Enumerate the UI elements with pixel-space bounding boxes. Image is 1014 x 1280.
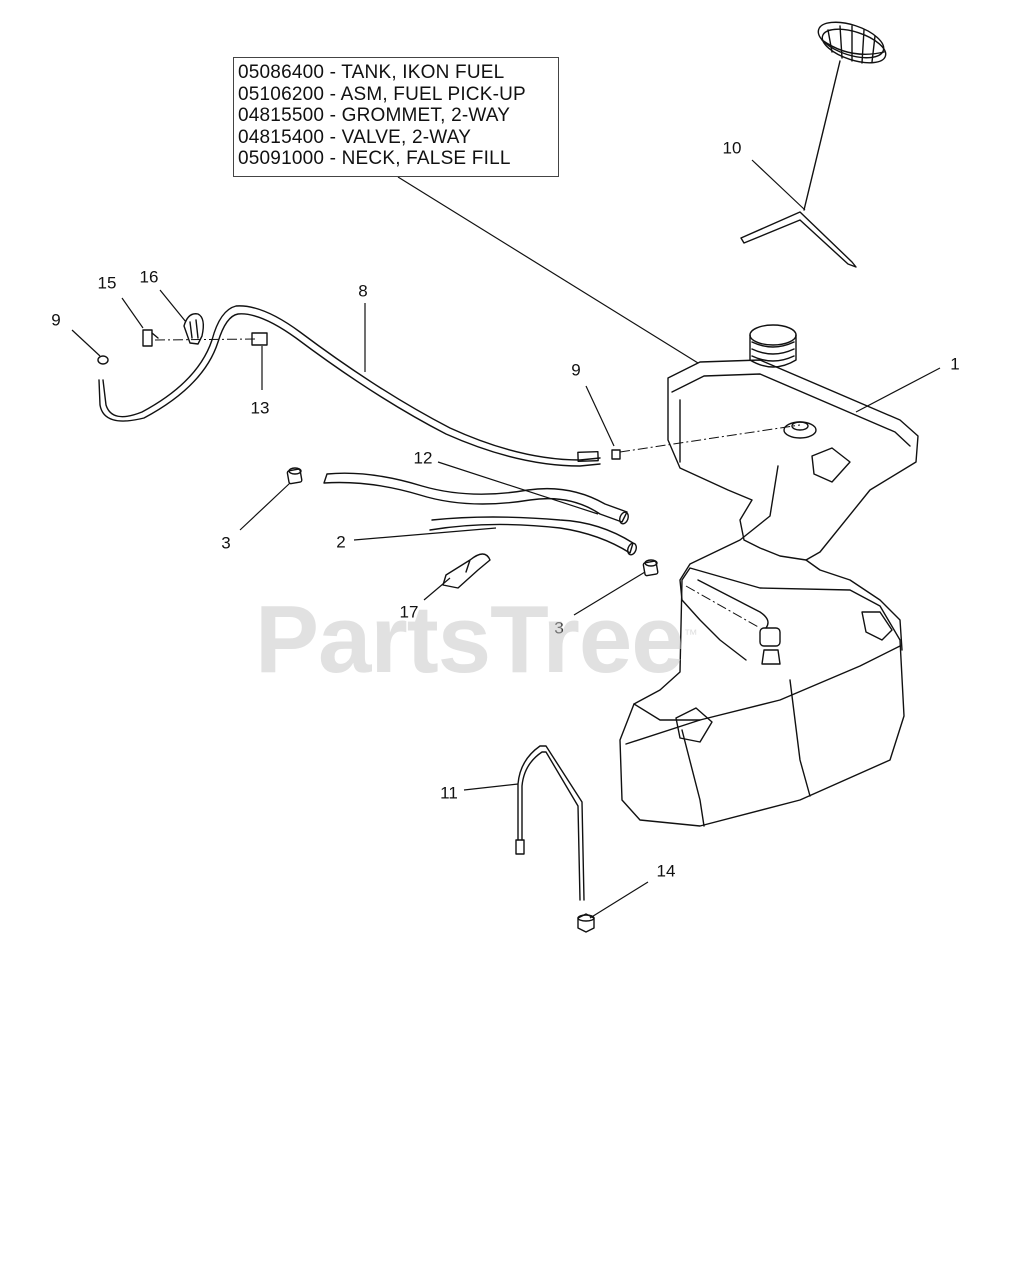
callout-1: 1 xyxy=(950,354,960,374)
kit-item: 04815500 - GROMMET, 2-WAY xyxy=(238,105,511,126)
watermark-text: PartsTree xyxy=(255,586,685,693)
cap-3-left xyxy=(286,467,303,485)
callout-16: 16 xyxy=(139,267,159,287)
fuel-tank xyxy=(619,324,919,827)
fitting-15 xyxy=(142,329,159,347)
leader-1 xyxy=(855,367,941,413)
leader-14 xyxy=(589,881,649,919)
leader-16 xyxy=(159,289,187,323)
assembly-axis-1 xyxy=(154,338,257,341)
pickup-tube-11 xyxy=(517,745,585,901)
callout-8: 8 xyxy=(358,281,368,301)
kit-item: 05086400 - TANK, IKON FUEL xyxy=(238,62,505,83)
leader-15 xyxy=(121,297,144,329)
leader-11 xyxy=(463,783,519,791)
leader-3b xyxy=(573,571,646,616)
assembly-axis-2 xyxy=(619,424,801,453)
leader-12 xyxy=(437,461,599,515)
callout-10: 10 xyxy=(722,138,742,158)
dipstick-blade xyxy=(740,211,857,268)
cap-3-right xyxy=(642,559,659,577)
hose-end-fitting xyxy=(577,450,599,463)
callout-9-right: 9 xyxy=(571,360,581,380)
fuel-cap-part xyxy=(817,21,887,64)
callout-3-right: 3 xyxy=(554,618,564,638)
leader-9b xyxy=(585,385,615,447)
watermark-trademark: ™ xyxy=(683,626,698,642)
kit-item: 05106200 - ASM, FUEL PICK-UP xyxy=(238,83,526,105)
leader-3a xyxy=(239,482,291,531)
callout-12: 12 xyxy=(413,448,433,468)
callout-2: 2 xyxy=(336,532,346,552)
callout-17: 17 xyxy=(399,602,419,622)
kit-leader-line xyxy=(397,176,699,364)
clip-17 xyxy=(442,553,491,589)
grommet-left xyxy=(97,355,109,365)
hose-2 xyxy=(429,516,634,554)
kit-item: 04815400 - VALVE, 2-WAY xyxy=(238,126,472,148)
callout-3-left: 3 xyxy=(221,533,231,553)
callout-15: 15 xyxy=(97,273,117,293)
clamp-16 xyxy=(183,313,205,345)
callout-14: 14 xyxy=(656,861,676,881)
dipstick-rod xyxy=(803,60,841,211)
leader-17 xyxy=(423,577,451,601)
leader-9a xyxy=(71,329,101,357)
hose-12 xyxy=(323,472,628,523)
vent-hose xyxy=(102,305,601,461)
callout-13: 13 xyxy=(250,398,270,418)
leader-10 xyxy=(751,159,806,211)
partstree-watermark: PartsTree™ xyxy=(255,585,698,695)
kit-contents-box: 05086400 - TANK, IKON FUEL 05106200 - AS… xyxy=(233,57,559,177)
leader-2 xyxy=(353,527,497,541)
kit-item: 05091000 - NECK, FALSE FILL xyxy=(238,148,511,169)
callout-9-left: 9 xyxy=(51,310,61,330)
nut-14 xyxy=(577,913,595,933)
callout-11: 11 xyxy=(440,783,458,803)
